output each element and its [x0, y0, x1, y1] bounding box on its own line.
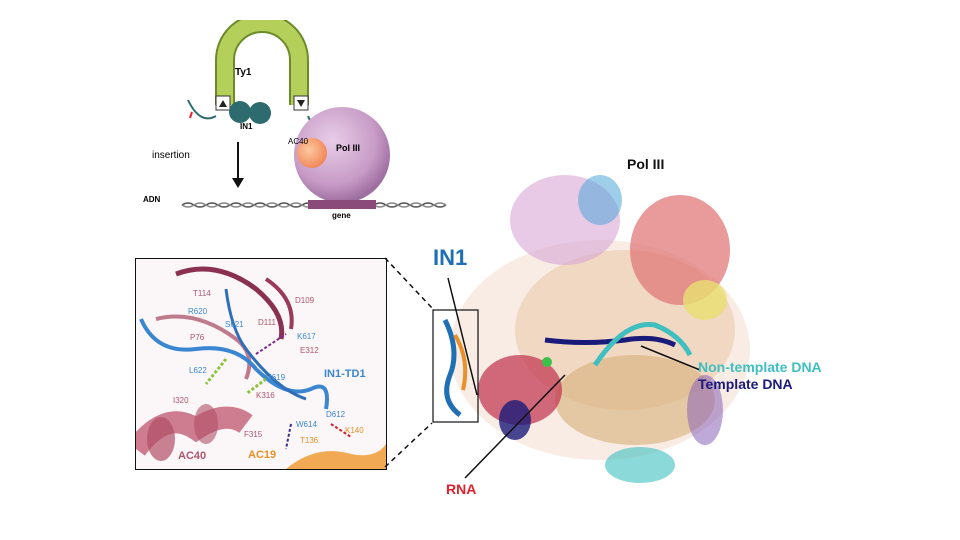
in1-structure-label: IN1	[433, 245, 468, 270]
residue-label: R620	[188, 307, 208, 316]
residue-label: K140	[345, 426, 364, 435]
residue-label: K617	[297, 332, 316, 341]
insertion-label: insertion	[152, 150, 190, 161]
residue-label: S621	[225, 320, 244, 329]
ty1-label: Ty1	[235, 67, 252, 78]
ty1-schematic	[181, 20, 447, 209]
template-dna-label: Template DNA	[698, 376, 793, 392]
pol3-schematic-label: Pol III	[336, 143, 361, 153]
gene-bar	[308, 200, 376, 209]
in1-schematic-label: IN1	[240, 122, 253, 131]
residue-label: K316	[256, 391, 275, 400]
dna-label: ADN	[143, 195, 161, 204]
residue-label: D111	[258, 318, 276, 327]
ac40-sphere	[297, 138, 327, 168]
inset-structure	[136, 266, 386, 469]
ac40-inset-label: AC40	[178, 450, 207, 462]
pol3-sphere	[294, 107, 390, 203]
ac19-inset-label: AC19	[248, 449, 277, 461]
in1-node	[229, 101, 251, 123]
residue-label: T136	[300, 436, 319, 445]
residue-label: I320	[173, 396, 189, 405]
residue-label: E312	[300, 346, 319, 355]
pol3-structure	[432, 175, 750, 483]
residue-label: D612	[326, 410, 346, 419]
residue-label: L622	[189, 366, 207, 375]
inset-panel	[135, 258, 387, 470]
template-dna-strand	[544, 335, 677, 348]
nontemplate-dna-label: Non-template DNA	[698, 359, 822, 375]
residue-label: D109	[295, 296, 315, 305]
residue-label: P76	[190, 333, 205, 342]
pol3-title: Pol III	[627, 156, 665, 172]
in1-node	[249, 102, 271, 124]
nontemplate-dna-strand	[592, 322, 693, 367]
residue-label: T114	[193, 289, 211, 298]
residue-label: M619	[265, 373, 286, 382]
residue-label: W614	[296, 420, 317, 429]
in1-td1-label: IN1-TD1	[324, 368, 366, 380]
ac40-schematic-label: AC40	[288, 137, 309, 146]
gene-label: gene	[332, 211, 351, 220]
residue-label: F315	[244, 430, 263, 439]
rna-label: RNA	[446, 481, 477, 497]
